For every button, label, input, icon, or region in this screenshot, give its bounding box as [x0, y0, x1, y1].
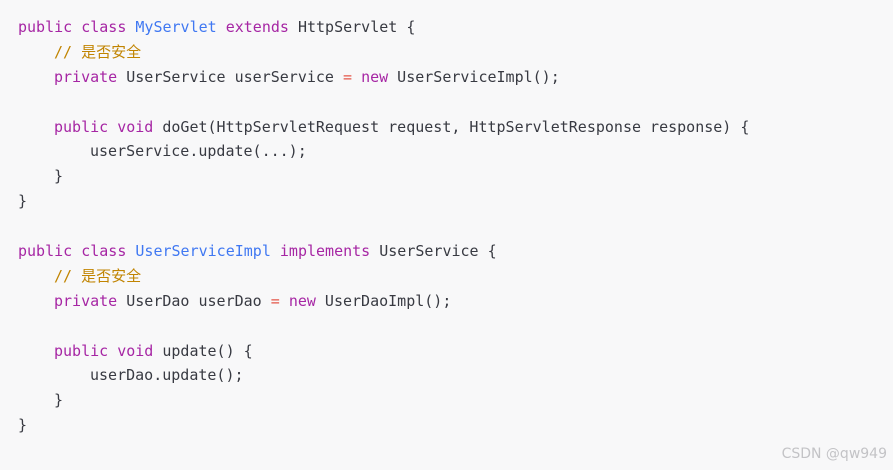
keyword-token: public — [54, 117, 109, 136]
code-line-6: userService.update(...); — [18, 139, 893, 164]
csdn-watermark: CSDN @qw949 — [781, 446, 887, 462]
text-token: } — [18, 416, 28, 435]
code-line-11: // 是否安全 — [18, 264, 893, 289]
code-line-7: } — [18, 164, 893, 189]
keyword-token: implements — [279, 242, 371, 261]
keyword-token: extends — [225, 18, 289, 36]
code-line-9-blank — [18, 214, 893, 239]
keyword-token: private — [54, 291, 118, 310]
text-token: } — [54, 167, 64, 186]
code-line-5: public void doGet(HttpServletRequest req… — [18, 115, 893, 140]
code-line-10: public class UserServiceImpl implements … — [18, 239, 893, 264]
keyword-token: new — [361, 67, 389, 86]
keyword-token: private — [54, 67, 118, 86]
keyword-token: public — [18, 18, 73, 36]
code-line-17: } — [18, 413, 893, 438]
keyword-token: public — [54, 341, 109, 360]
keyword-token: public — [18, 242, 73, 261]
text-token: UserService { — [370, 242, 497, 261]
text-token: UserDao userDao — [117, 291, 271, 310]
whitespace-token — [108, 118, 117, 136]
code-line-15: userDao.update(); — [18, 363, 893, 388]
text-token: } — [54, 391, 64, 410]
comment-token: // 是否安全 — [54, 42, 142, 61]
text-token: UserDaoImpl(); — [315, 291, 452, 310]
text-token: update() { — [153, 341, 253, 360]
keyword-token: new — [288, 291, 316, 310]
operator-token: = — [270, 291, 280, 310]
text-token: } — [18, 192, 28, 211]
code-line-4-blank — [18, 90, 893, 115]
text-token: UserService userService — [117, 67, 343, 86]
text-token: HttpServlet { — [288, 18, 416, 36]
whitespace-token — [280, 292, 289, 310]
text-token: UserServiceImpl(); — [388, 67, 560, 86]
whitespace-token — [271, 242, 280, 260]
code-line-8: } — [18, 189, 893, 214]
code-line-1: public class MyServlet extends HttpServl… — [18, 15, 893, 40]
code-line-16: } — [18, 388, 893, 413]
code-line-12: private UserDao userDao = new UserDaoImp… — [18, 289, 893, 314]
whitespace-token — [352, 68, 361, 86]
comment-token: // 是否安全 — [54, 266, 142, 285]
keyword-token: void — [117, 341, 154, 360]
keyword-token: class — [81, 18, 127, 36]
class-name-token: UserServiceImpl — [135, 242, 271, 261]
whitespace-token — [108, 342, 117, 360]
text-token: userDao.update(); — [90, 366, 244, 385]
operator-token: = — [343, 67, 353, 86]
text-token: userService.update(...); — [90, 142, 307, 161]
code-line-13-blank — [18, 314, 893, 339]
whitespace-token — [72, 242, 81, 260]
class-name-token: MyServlet — [135, 18, 217, 36]
whitespace-token — [72, 18, 81, 36]
keyword-token: class — [81, 242, 127, 261]
code-line-3: private UserService userService = new Us… — [18, 65, 893, 90]
code-line-14: public void update() { — [18, 339, 893, 364]
whitespace-token — [217, 18, 226, 36]
text-token: doGet(HttpServletRequest request, HttpSe… — [153, 117, 750, 136]
keyword-token: void — [117, 117, 154, 136]
code-line-2: // 是否安全 — [18, 40, 893, 65]
